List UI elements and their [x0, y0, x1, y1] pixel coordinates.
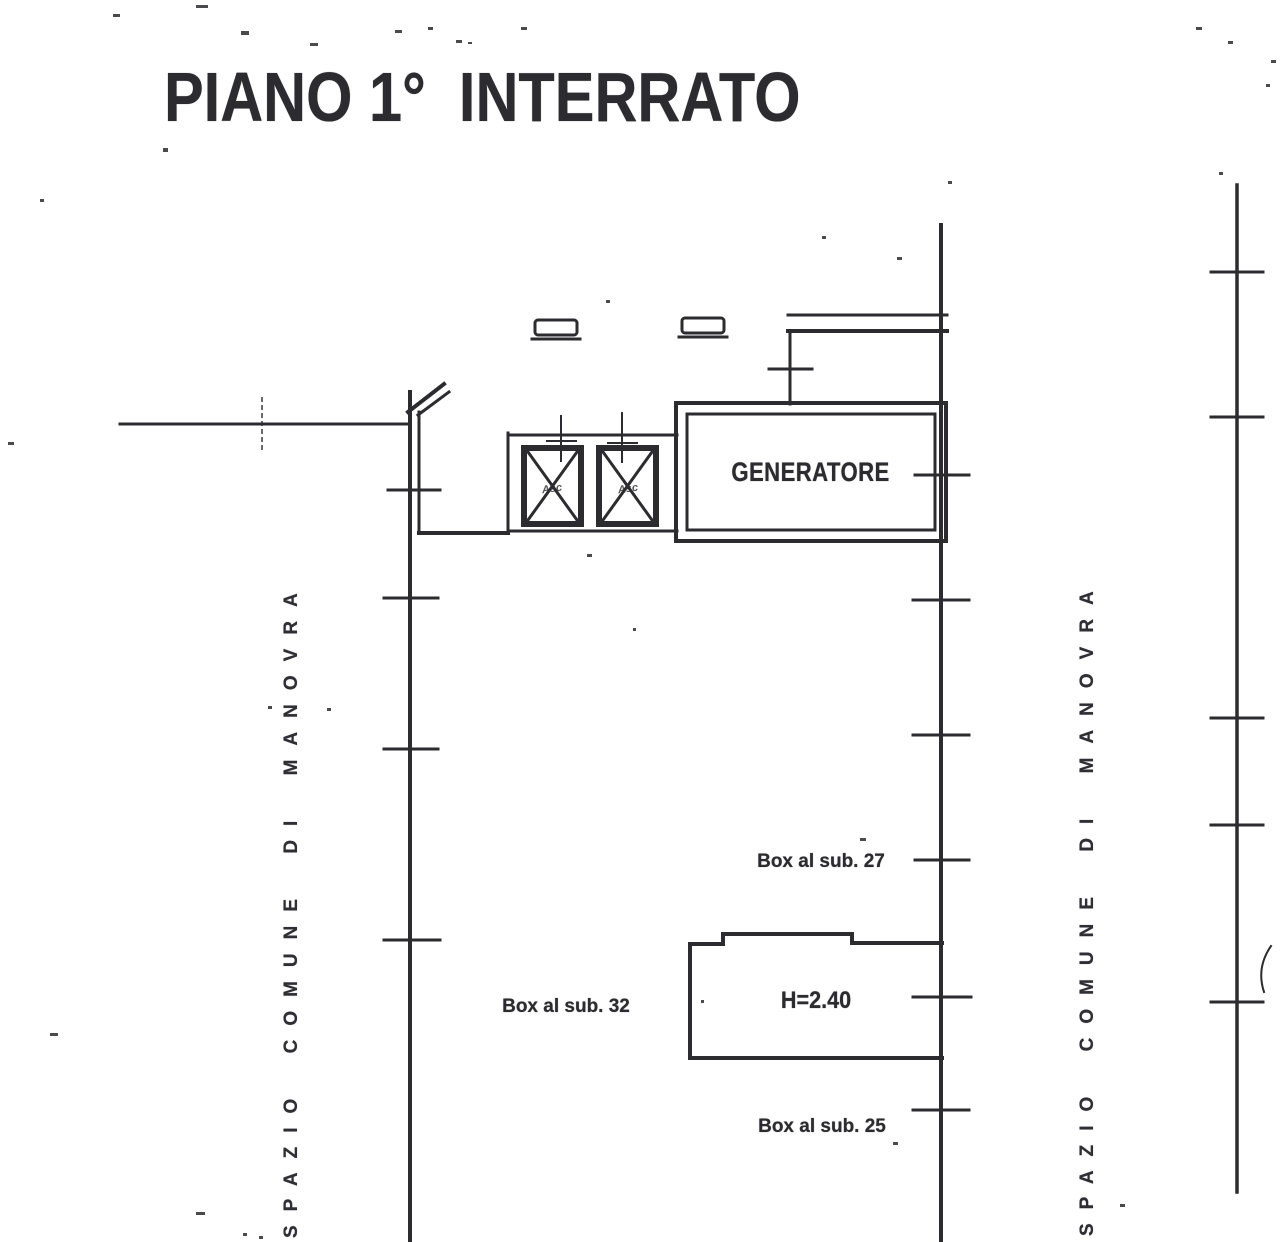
- perimeter-line-right: [1209, 183, 1273, 1194]
- top-left-wall: [118, 397, 412, 451]
- pillar-right: [677, 316, 729, 339]
- page-title: PIANO 1° INTERRATO: [164, 58, 801, 136]
- right-boundary-label: SPAZIO COMUNE DI MANOVRA: [1077, 577, 1098, 1236]
- main-wall-ticks: [911, 473, 973, 1112]
- generator-room-label: GENERATORE: [731, 457, 891, 487]
- generator-room-outline: [674, 401, 948, 543]
- scan-curve-artifact: [1260, 944, 1273, 994]
- height-label-box: H=2.40: [690, 943, 943, 1058]
- box-sub25-label: Box al sub. 25: [758, 1116, 886, 1137]
- height-label: H=2.40: [781, 986, 852, 1014]
- scan-noise: [8, 5, 1276, 1239]
- elevator-block: [506, 412, 679, 535]
- elevator-shaft-a: [521, 415, 584, 527]
- elevator-shaft-b: [596, 412, 659, 527]
- box-sub27-label: Box al sub. 27: [757, 851, 885, 872]
- h240-box-outline: [688, 932, 944, 1060]
- left-boundary-label: SPAZIO COMUNE DI MANOVRA: [281, 579, 302, 1238]
- pillar-left: [530, 318, 582, 341]
- box-sub32-label: Box al sub. 32: [502, 996, 630, 1017]
- left-boundary-wall: [382, 381, 510, 1242]
